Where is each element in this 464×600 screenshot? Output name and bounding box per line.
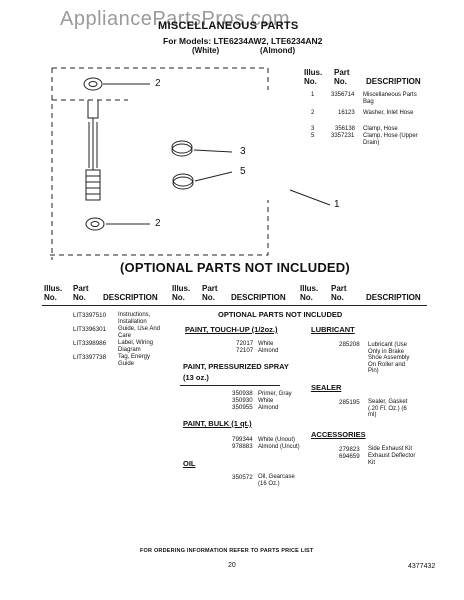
table-row-part: 3357231 [331,133,355,139]
optional-parts-title: (OPTIONAL PARTS NOT INCLUDED) [120,260,350,275]
page-title: MISCELLANEOUS PARTS [158,20,299,32]
list-item-desc: White [258,341,274,347]
section-paint-pressurized: PAINT, PRESSURIZED SPRAY [183,362,289,371]
list-item-part: 694659 [339,453,360,460]
list-item-part: 72017 [236,340,254,347]
opt-col2-header-illus: Illus.No. [172,284,191,302]
callout-3: 3 [240,146,246,157]
list-item-desc: Primer, Gray [258,391,292,397]
list-item-part: LIT3397738 [73,354,107,361]
callout-2-top: 2 [155,78,161,89]
section-lubricant: LUBRICANT [311,325,355,334]
section-oil: OIL [183,459,196,468]
section-paint-touchup: PAINT, TOUCH-UP (1/2oz.) [185,325,278,334]
list-item-part: 350930 [232,397,253,404]
table-row-part: 16123 [338,110,355,116]
callout-2-bottom: 2 [155,218,161,229]
list-item-desc: Instructions, Installation [118,312,151,325]
opt-col1-header-description: DESCRIPTION [103,293,158,302]
parts-diagram [50,67,331,260]
header-rule [42,305,427,306]
table-row-illus: 5 [311,133,315,139]
models-line: For Models: LTE6234AW2, LTE6234AN2 [163,36,323,46]
list-item-part: 285208 [339,341,360,348]
list-item-desc: Exhaust Deflector Kit [368,453,416,466]
list-item-part: 285195 [339,399,360,406]
ordering-info-footer: FOR ORDERING INFORMATION REFER TO PARTS … [140,548,314,554]
table-row-part: 356138 [335,126,356,132]
table-row-illus: 2 [311,110,315,116]
list-item-desc: Tag, Energy Guide [118,354,151,367]
list-item-part: LIT3396301 [73,326,107,333]
model-almond-label: (Almond) [260,46,296,55]
table-row-part: 3356714 [331,92,355,98]
table-row-illus: 3 [311,126,315,132]
list-item-part: 978883 [232,443,253,450]
list-item-desc: Guide, Use And Care [118,326,161,339]
list-item-desc: Label, Wiring Diagram [118,340,154,353]
document-number: 4377432 [408,563,436,570]
list-item-desc: Almond [258,405,279,411]
parts-table-header-part: Part No. [334,68,350,86]
opt-col3-header-description: DESCRIPTION [366,293,421,302]
parts-table-header-illus: Illus. No. [304,68,323,86]
list-item-part: 799344 [232,436,253,443]
list-item-part: 350938 [232,390,253,397]
divider [180,385,280,386]
callout-5: 5 [240,166,246,177]
section-accessories: ACCESSORIES [311,430,366,439]
opt-col1-header-illus: Illus.No. [44,284,63,302]
model-white-label: (White) [192,46,220,55]
table-row-desc: Washer, Inlet Hose [363,110,414,116]
list-item-desc: Side Exhaust Kit [368,446,413,452]
section-sealer: SEALER [311,383,342,392]
opt-col2-header-description: DESCRIPTION [231,293,286,302]
parts-table-header-description: DESCRIPTION [366,77,421,86]
callout-1: 1 [334,199,340,210]
watermark: AppliancePartsPros.com [60,8,290,30]
page-number: 20 [228,562,236,569]
list-item-part: 350955 [232,404,253,411]
table-row-desc: Clamp, Hose (Upper Drain) [363,133,418,146]
section-paint-bulk: PAINT, BULK (1 qt.) [183,419,252,428]
table-row-illus: 1 [311,92,315,98]
table-row-desc: Clamp, Hose [363,126,398,132]
list-item-part: 72107 [236,347,254,354]
list-item-part: LIT3397510 [73,312,107,319]
list-item-part: 350572 [232,474,253,481]
list-item-desc: Sealer, Gasket (.20 Fl. Oz.) (6 ml) [368,399,408,418]
table-row-desc: Miscellaneous Parts Bag [363,92,417,105]
list-item-desc: Almond (Uncut) [258,444,300,450]
opt-col3-header-illus: Illus.No. [300,284,319,302]
list-item-desc: White [258,398,274,404]
list-item-part: 279823 [339,446,360,453]
list-item-desc: Almond [258,348,279,354]
opt-subtitle: OPTIONAL PARTS NOT INCLUDED [218,310,343,319]
list-item-desc: Oil, Gearcase (16 Oz.) [258,474,295,487]
section-paint-pressurized-size: (13 oz.) [183,373,209,382]
list-item-part: LIT3398986 [73,340,107,347]
list-item-desc: White (Unout) [258,437,296,443]
list-item-desc: Lubricant (Use Only in Brake Shoe Assemb… [368,342,410,374]
